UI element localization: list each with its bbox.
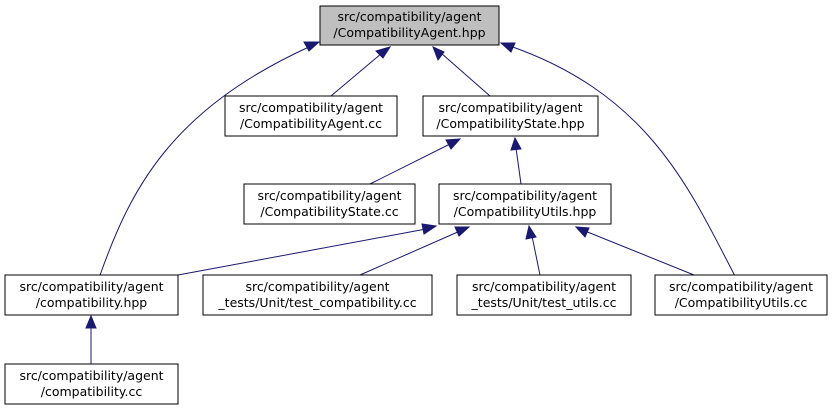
- node-label-line2: /compatibility.hpp: [36, 295, 148, 310]
- nodes: src/compatibility/agent /CompatibilityAg…: [4, 5, 828, 405]
- edge-state-hpp-to-agent-hpp: [432, 46, 491, 97]
- node-compatibility-agent-cc[interactable]: src/compatibility/agent /CompatibilityAg…: [224, 95, 398, 137]
- node-label-line1: src/compatibility/agent: [239, 100, 383, 115]
- edge-test-compat-to-utils-hpp: [359, 226, 471, 276]
- node-label-line1: src/compatibility/agent: [472, 279, 616, 294]
- node-label-line2: /compatibility.cc: [41, 384, 143, 399]
- node-compatibility-utils-hpp[interactable]: src/compatibility/agent /CompatibilityUt…: [438, 183, 612, 225]
- node-label-line1: src/compatibility/agent: [453, 188, 597, 203]
- node-compatibility-hpp[interactable]: src/compatibility/agent /compatibility.h…: [4, 274, 179, 316]
- edge-utils-hpp-to-state-hpp: [510, 136, 522, 185]
- edge-compat-hpp-to-utils-hpp: [177, 223, 438, 276]
- node-label-line2: /CompatibilityUtils.hpp: [454, 204, 597, 219]
- node-label-line2: /CompatibilityAgent.cc: [240, 116, 382, 131]
- edges: [85, 41, 737, 364]
- node-compatibility-agent-hpp[interactable]: src/compatibility/agent /CompatibilityAg…: [319, 5, 500, 46]
- edge-compat-hpp-to-agent-hpp: [98, 41, 321, 279]
- edge-state-cc-to-state-hpp: [369, 138, 462, 185]
- node-label-line1: src/compatibility/agent: [438, 100, 582, 115]
- node-label-line2: _tests/Unit/test_compatibility.cc: [217, 295, 416, 310]
- node-compatibility-state-hpp[interactable]: src/compatibility/agent /CompatibilitySt…: [422, 95, 599, 137]
- edge-compat-cc-to-compat-hpp: [85, 314, 97, 364]
- node-test-compatibility-cc[interactable]: src/compatibility/agent _tests/Unit/test…: [202, 274, 433, 316]
- node-label-line1: src/compatibility/agent: [245, 279, 389, 294]
- edge-test-utils-to-utils-hpp: [525, 224, 541, 276]
- node-label-line2: /CompatibilityState.hpp: [436, 116, 584, 131]
- node-label-line1: src/compatibility/agent: [19, 368, 163, 383]
- node-compatibility-utils-cc[interactable]: src/compatibility/agent /CompatibilityUt…: [654, 274, 828, 316]
- node-label-line1: src/compatibility/agent: [337, 9, 481, 24]
- node-compatibility-state-cc[interactable]: src/compatibility/agent /CompatibilitySt…: [243, 183, 416, 225]
- edge-utils-cc-to-agent-hpp: [499, 42, 737, 279]
- node-label-line2: /CompatibilityUtils.cc: [675, 295, 808, 310]
- node-label-line1: src/compatibility/agent: [257, 188, 401, 203]
- node-label-line2: _tests/Unit/test_utils.cc: [471, 295, 617, 310]
- node-label-line1: src/compatibility/agent: [19, 279, 163, 294]
- node-test-utils-cc[interactable]: src/compatibility/agent _tests/Unit/test…: [456, 274, 632, 316]
- node-label-line2: /CompatibilityAgent.hpp: [333, 25, 485, 40]
- edge-utils-cc-to-utils-hpp: [574, 226, 695, 276]
- edge-agent-cc-to-agent-hpp: [330, 46, 392, 97]
- node-compatibility-cc[interactable]: src/compatibility/agent /compatibility.c…: [4, 363, 179, 405]
- node-label-line1: src/compatibility/agent: [669, 279, 813, 294]
- node-label-line2: /CompatibilityState.cc: [260, 204, 398, 219]
